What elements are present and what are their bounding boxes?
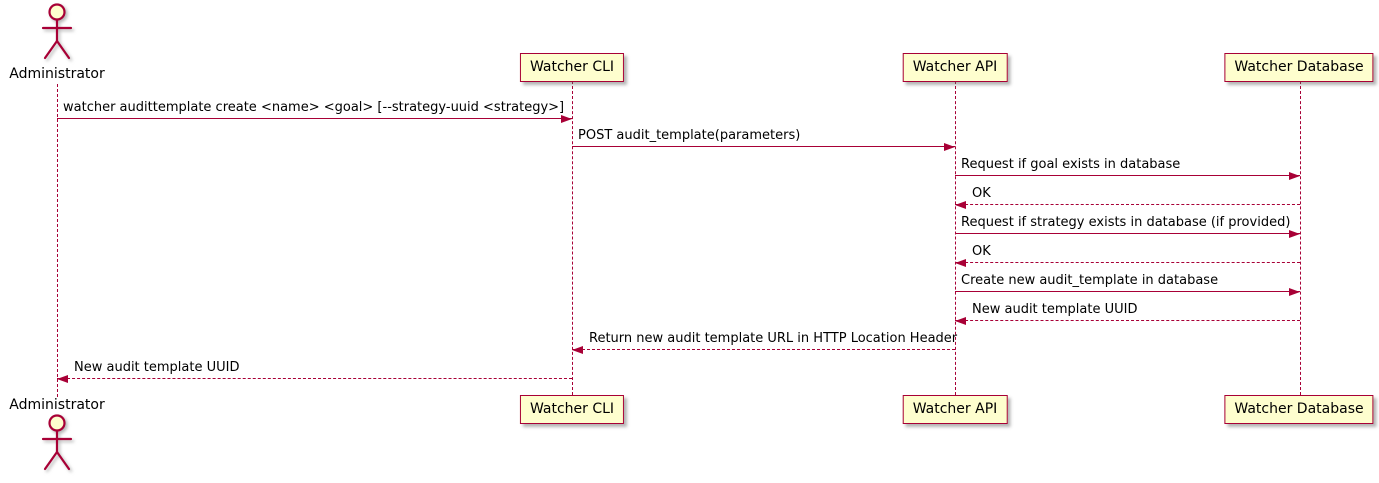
- participant-watcher-api-top: Watcher API: [902, 53, 1008, 82]
- arrowhead-icon: [944, 143, 955, 151]
- arrowhead-icon: [1289, 172, 1300, 180]
- message-line: [955, 291, 1300, 292]
- participant-watcher-database-bottom: Watcher Database: [1224, 395, 1374, 424]
- message-line: [57, 378, 572, 379]
- message-label: New audit template UUID: [972, 302, 1138, 317]
- message-label: OK: [972, 244, 991, 259]
- message-label: Create new audit_template in database: [961, 273, 1219, 288]
- lifeline-administrator: [56, 84, 58, 397]
- arrowhead-icon: [955, 201, 966, 209]
- message-label: watcher audittemplate create <name> <goa…: [63, 100, 565, 115]
- actor-label-bottom: Administrator: [9, 397, 105, 413]
- participant-watcher-cli-top: Watcher CLI: [519, 53, 625, 82]
- message-line: [955, 262, 1300, 263]
- message-label: New audit template UUID: [74, 360, 240, 375]
- message-line: [572, 146, 955, 147]
- arrowhead-icon: [1289, 288, 1300, 296]
- message-line: [955, 320, 1300, 321]
- arrowhead-icon: [955, 317, 966, 325]
- message-line: [955, 204, 1300, 205]
- participant-watcher-cli-bottom: Watcher CLI: [519, 395, 625, 424]
- message-label: Request if goal exists in database: [961, 157, 1181, 172]
- message-line: [955, 233, 1300, 234]
- message-line: [572, 349, 955, 350]
- actor-label-top: Administrator: [9, 66, 105, 82]
- arrowhead-icon: [1289, 230, 1300, 238]
- lifeline-watcher-api: [954, 81, 956, 395]
- actor-figure-top: [41, 3, 73, 60]
- arrowhead-icon: [561, 115, 572, 123]
- lifeline-watcher-cli: [571, 81, 573, 395]
- message-label: OK: [972, 186, 991, 201]
- lifeline-watcher-database: [1299, 81, 1301, 395]
- arrowhead-icon: [572, 346, 583, 354]
- message-label: POST audit_template(parameters): [578, 128, 801, 143]
- actor-figure-bottom: [41, 414, 73, 471]
- message-label: Return new audit template URL in HTTP Lo…: [589, 331, 958, 346]
- participant-watcher-database-top: Watcher Database: [1224, 53, 1374, 82]
- arrowhead-icon: [57, 375, 68, 383]
- message-label: Request if strategy exists in database (…: [961, 215, 1291, 230]
- message-line: [955, 175, 1300, 176]
- arrowhead-icon: [955, 259, 966, 267]
- message-line: [57, 118, 572, 119]
- participant-watcher-api-bottom: Watcher API: [902, 395, 1008, 424]
